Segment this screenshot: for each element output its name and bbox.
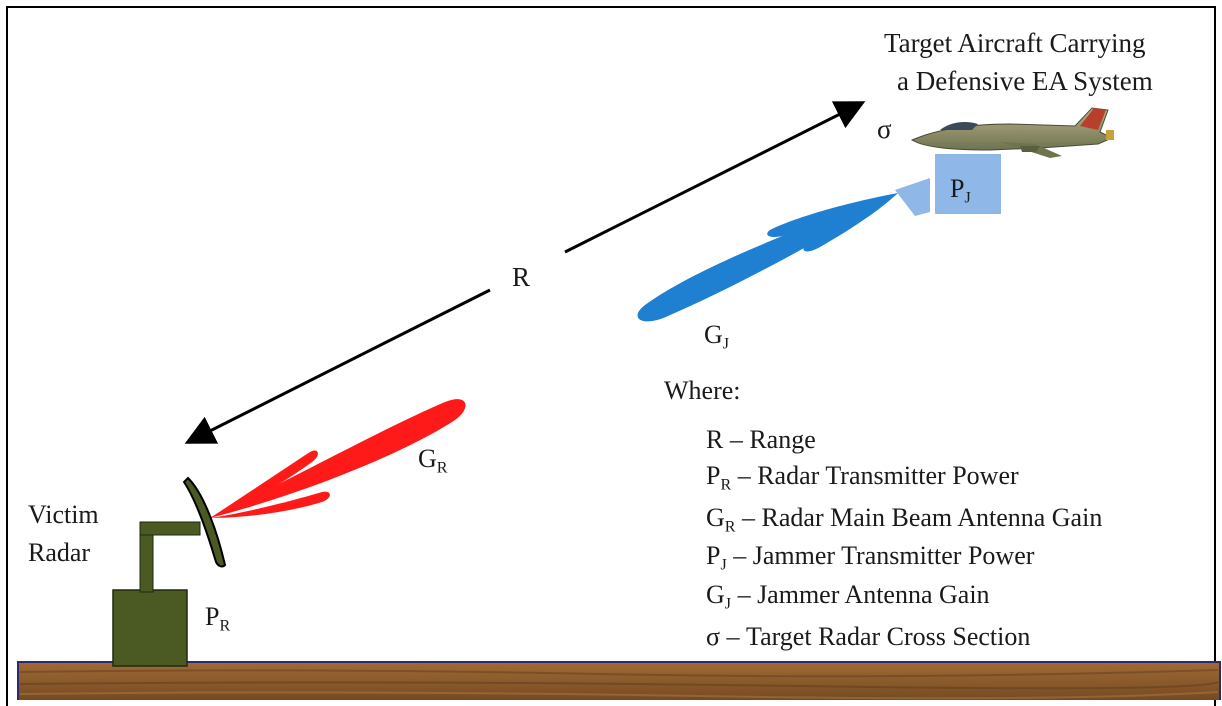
title-line-1: Target Aircraft Carrying — [884, 30, 1146, 57]
legend-symbol: P — [706, 461, 720, 490]
radar-gain-label: GR — [418, 446, 448, 477]
legend-symbol: G — [706, 580, 725, 609]
legend-text: – Target Radar Cross Section — [720, 622, 1030, 651]
jammer-power-label: PJ — [950, 176, 971, 207]
legend-item-rcs: σ – Target Radar Cross Section — [706, 622, 1030, 656]
radar-gain-subscript: R — [437, 460, 448, 477]
legend-text: – Jammer Transmitter Power — [727, 541, 1035, 570]
jammer-beam-pattern — [638, 193, 898, 321]
legend-item-jammer-power: PJ – Jammer Transmitter Power — [706, 541, 1034, 575]
legend-item-radar-power: PR – Radar Transmitter Power — [706, 461, 1019, 495]
legend-subscript: R — [720, 477, 731, 494]
sigma-label: σ — [877, 116, 892, 143]
legend-symbol: R — [706, 425, 723, 454]
jammer-antenna — [895, 178, 930, 216]
target-aircraft — [912, 108, 1114, 158]
jammer-gain-subscript: J — [723, 336, 729, 353]
radar-power-label: PR — [205, 604, 230, 635]
radar-power-subscript: R — [219, 618, 230, 635]
legend-text: – Radar Transmitter Power — [731, 461, 1018, 490]
radar-gain-symbol: G — [418, 444, 437, 473]
title-line-2: a Defensive EA System — [897, 68, 1153, 95]
victim-radar — [113, 478, 225, 666]
legend-symbol: σ — [706, 622, 720, 651]
radar-power-symbol: P — [205, 602, 219, 631]
legend-item-range: R – Range — [706, 425, 816, 459]
legend-item-jammer-gain: GJ – Jammer Antenna Gain — [706, 580, 990, 614]
legend-symbol: G — [706, 503, 725, 532]
legend-text: – Radar Main Beam Antenna Gain — [736, 503, 1103, 532]
jammer-power-symbol: P — [950, 174, 964, 203]
range-label: R — [512, 264, 530, 291]
jammer-gain-symbol: G — [704, 320, 723, 349]
legend-symbol: P — [706, 541, 720, 570]
victim-label-line-1: Victim — [28, 502, 99, 528]
legend-item-radar-gain: GR – Radar Main Beam Antenna Gain — [706, 503, 1102, 537]
jammer-power-subscript: J — [964, 190, 970, 207]
jammer-gain-label: GJ — [704, 322, 729, 353]
legend-text: – Range — [723, 425, 815, 454]
legend-text: – Jammer Antenna Gain — [731, 580, 990, 609]
ground — [18, 662, 1220, 700]
victim-label-line-2: Radar — [28, 540, 90, 566]
legend-heading: Where: — [664, 378, 741, 404]
legend-subscript: R — [725, 519, 736, 536]
